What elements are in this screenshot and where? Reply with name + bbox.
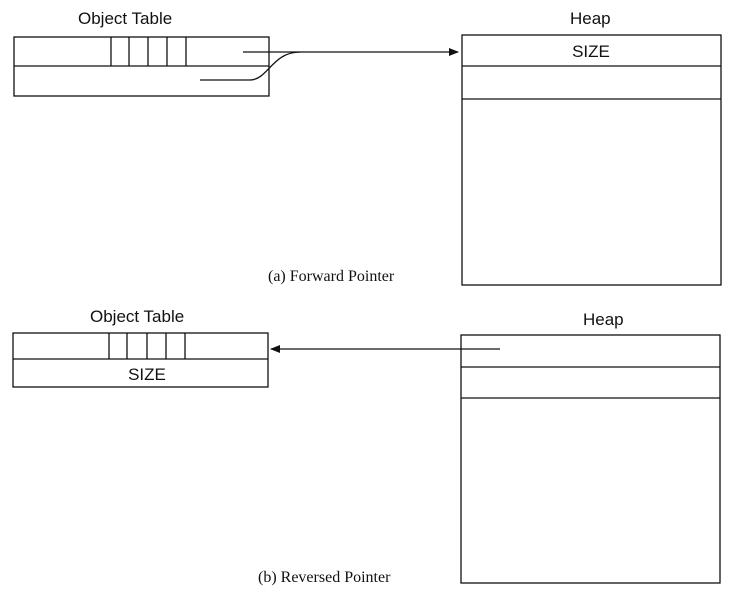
caption-a: (a) Forward Pointer xyxy=(268,268,395,285)
object-table-title-b: Object Table xyxy=(90,307,184,326)
panel-b-reversed-pointer: Object Table SIZE Heap (b) Reversed Poin… xyxy=(12,307,721,586)
heap-size-label-a: SIZE xyxy=(572,42,610,61)
object-table-a xyxy=(13,36,270,97)
heap-a xyxy=(461,34,722,286)
heap-b xyxy=(460,334,721,584)
caption-b: (b) Reversed Pointer xyxy=(258,569,391,586)
panel-a-forward-pointer: Object Table Heap SIZE (a) Forward Point… xyxy=(13,9,722,286)
object-table-title-a: Object Table xyxy=(78,9,172,28)
pointer-curve xyxy=(200,51,301,81)
object-table-b xyxy=(12,332,269,388)
table-size-label-b: SIZE xyxy=(128,365,166,384)
heap-title-b: Heap xyxy=(583,310,624,329)
heap-title-a: Heap xyxy=(570,9,611,28)
